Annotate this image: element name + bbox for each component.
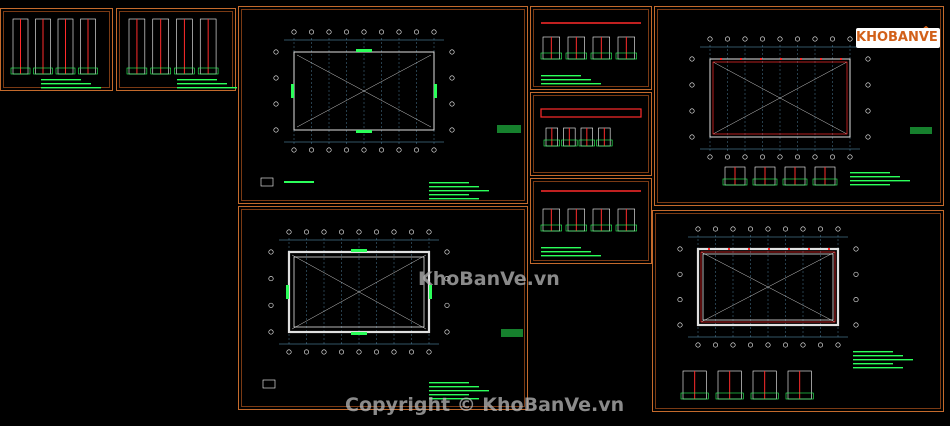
center-watermark: KhoBanVe.vn <box>418 268 560 290</box>
khobanve-logo: KHOBANVE <box>856 26 940 48</box>
plan-sheet-top-drawing <box>260 29 521 200</box>
plan-sheet-top[interactable] <box>238 6 528 204</box>
foundation-sheet-top[interactable] <box>654 6 944 206</box>
detail-sheet-2[interactable] <box>116 8 237 91</box>
beam-sheet-3[interactable] <box>530 178 652 264</box>
detail-sheet-2-drawing <box>126 18 237 89</box>
copyright-watermark: Copyright © KhoBanVe.vn <box>345 394 625 416</box>
beam-sheet-2-drawing <box>540 108 642 147</box>
plan-sheet-bottom-drawing <box>262 229 523 400</box>
foundation-sheet-top-drawing <box>689 36 932 186</box>
detail-sheet-1[interactable] <box>0 8 113 91</box>
foundation-sheet-bottom[interactable] <box>652 210 944 412</box>
beam-sheet-2[interactable] <box>530 92 652 176</box>
beam-sheet-1[interactable] <box>530 6 652 90</box>
detail-sheet-1-drawing <box>10 18 101 89</box>
foundation-sheet-bottom-drawing <box>677 226 913 400</box>
beam-sheet-1-drawing <box>540 22 641 85</box>
logo-text: KHOBANVE <box>856 28 940 48</box>
plan-sheet-bottom[interactable] <box>238 206 528 410</box>
beam-sheet-3-drawing <box>540 190 641 257</box>
